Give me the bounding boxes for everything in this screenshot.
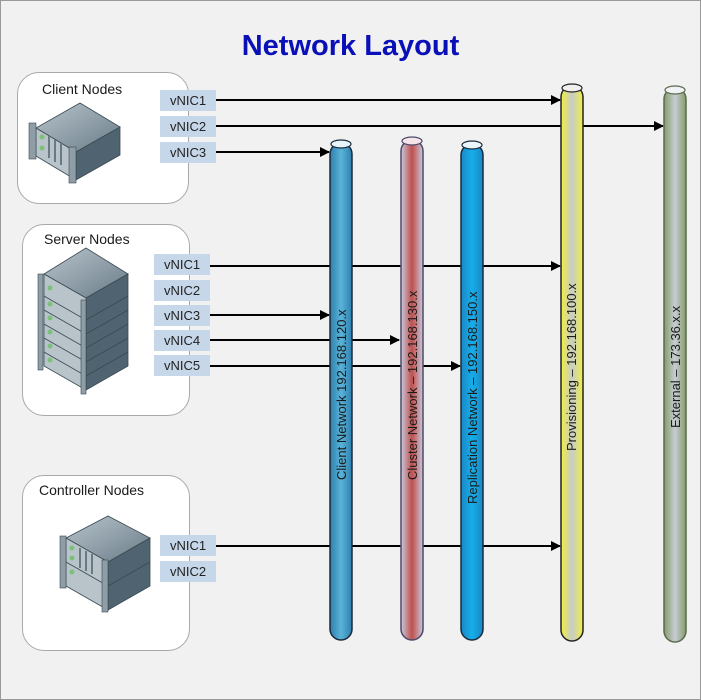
server-vnic3[interactable]: vNIC3 xyxy=(154,305,210,326)
server-stack-icon xyxy=(37,247,129,395)
diagram-title: Network Layout xyxy=(241,30,460,62)
network-label-client: Client Network 192.168.120.x xyxy=(334,309,349,480)
network-label-external: External – 173.36.x.x xyxy=(668,305,683,428)
network-pipe-cluster[interactable]: Cluster Network – 192.168.130.x xyxy=(400,136,424,641)
server-vnic2[interactable]: vNIC2 xyxy=(154,280,210,301)
controller-vnic1[interactable]: vNIC1 xyxy=(160,535,216,556)
network-pipe-provisioning[interactable]: Provisioning – 192.168.100.x xyxy=(560,83,584,642)
server-vnic5[interactable]: vNIC5 xyxy=(154,355,210,376)
connection-lines xyxy=(210,95,664,551)
network-pipe-client[interactable]: Client Network 192.168.120.x xyxy=(329,139,353,641)
controller-vnic2[interactable]: vNIC2 xyxy=(160,561,216,582)
client-vnic3[interactable]: vNIC3 xyxy=(160,142,216,163)
network-pipe-external[interactable]: External – 173.36.x.x xyxy=(663,85,687,643)
server-vnic4[interactable]: vNIC4 xyxy=(154,330,210,351)
network-label-cluster: Cluster Network – 192.168.130.x xyxy=(405,290,420,480)
server-nodes-label: Server Nodes xyxy=(44,231,130,247)
dual-server-icon xyxy=(59,515,151,613)
server-vnic1[interactable]: vNIC1 xyxy=(154,254,210,275)
client-vnic2[interactable]: vNIC2 xyxy=(160,116,216,137)
client-nodes-label: Client Nodes xyxy=(42,81,123,97)
controller-nodes-label: Controller Nodes xyxy=(39,482,145,498)
network-label-replication: Replication Network – 192.168.150.x xyxy=(465,291,480,504)
network-label-provisioning: Provisioning – 192.168.100.x xyxy=(564,283,579,451)
single-server-icon xyxy=(28,102,121,184)
network-pipe-replication[interactable]: Replication Network – 192.168.150.x xyxy=(460,140,484,641)
client-vnic1[interactable]: vNIC1 xyxy=(160,90,216,111)
